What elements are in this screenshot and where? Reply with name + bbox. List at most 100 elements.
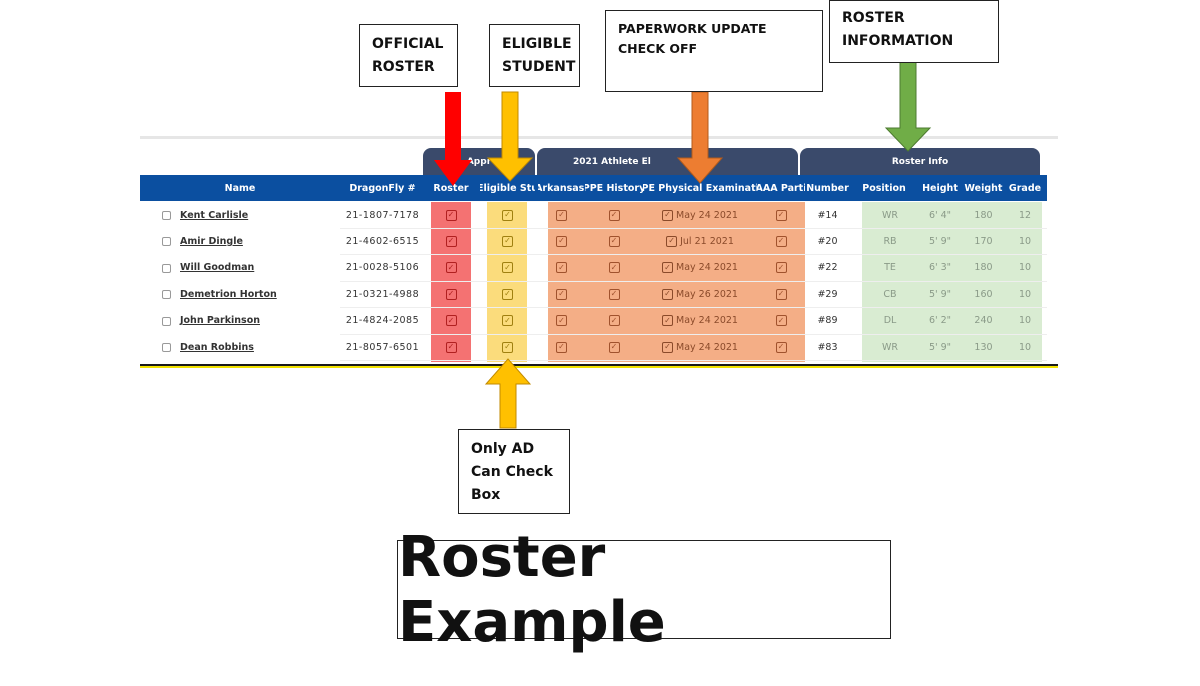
row-divider: [340, 360, 1047, 361]
check-icon: ✓: [556, 235, 567, 247]
checked-checkbox[interactable]: ✓: [428, 308, 474, 334]
check-icon: ✓: [502, 315, 513, 327]
ppe-exam-cell[interactable]: ✓May 26 2021: [643, 281, 757, 307]
checked-checkbox[interactable]: ✓: [538, 255, 585, 281]
checked-checkbox[interactable]: ✓: [538, 281, 585, 307]
height-cell: 5' 9": [928, 341, 952, 353]
checked-checkbox[interactable]: ✓: [538, 334, 585, 360]
row-select-checkbox[interactable]: [162, 263, 171, 273]
check-icon: ✓: [662, 209, 674, 221]
row-select-checkbox[interactable]: [162, 290, 171, 300]
ppe-exam-cell[interactable]: ✓May 24 2021: [643, 202, 757, 228]
check-icon: ✓: [608, 341, 620, 353]
checked-checkbox[interactable]: ✓: [480, 255, 535, 281]
athlete-name-link[interactable]: Amir Dingle: [180, 235, 243, 247]
checked-checkbox[interactable]: ✓: [757, 202, 805, 228]
check-icon: ✓: [502, 262, 513, 274]
column-header[interactable]: Grade: [1008, 182, 1042, 194]
check-icon: ✓: [662, 315, 674, 327]
row-select-checkbox[interactable]: [162, 237, 171, 247]
ppe-date: May 24 2021: [676, 262, 738, 274]
height-cell: 6' 4": [928, 209, 952, 221]
athlete-name-link[interactable]: Demetrion Horton: [180, 288, 277, 300]
check-icon: ✓: [608, 262, 620, 274]
column-header[interactable]: AAA Parti: [757, 182, 805, 194]
dragonfly-number: 21-0028-5106: [345, 262, 420, 274]
checked-checkbox[interactable]: ✓: [538, 308, 585, 334]
orange-arrow-icon: [676, 91, 724, 184]
check-icon: ✓: [608, 235, 620, 247]
column-header[interactable]: Eligible Stu: [480, 182, 535, 194]
checked-checkbox[interactable]: ✓: [757, 255, 805, 281]
ppe-date: May 24 2021: [676, 209, 738, 221]
column-header[interactable]: Weight: [964, 182, 1003, 194]
row-select-checkbox[interactable]: [162, 211, 171, 220]
ppe-exam-cell[interactable]: ✓May 24 2021: [643, 308, 757, 334]
checked-checkbox[interactable]: ✓: [480, 334, 535, 360]
checked-checkbox[interactable]: ✓: [538, 202, 585, 228]
checked-checkbox[interactable]: ✓: [757, 281, 805, 307]
weight-cell: 240: [974, 315, 993, 327]
checked-checkbox[interactable]: ✓: [428, 281, 474, 307]
column-header[interactable]: Position: [862, 182, 906, 194]
checked-checkbox[interactable]: ✓: [428, 202, 474, 228]
yellow-up-arrow-icon: [484, 358, 532, 429]
column-header[interactable]: DragonFly #: [349, 182, 416, 194]
checked-checkbox[interactable]: ✓: [757, 308, 805, 334]
check-icon: ✓: [556, 262, 567, 274]
checked-checkbox[interactable]: ✓: [585, 255, 643, 281]
check-icon: ✓: [556, 315, 567, 327]
column-header[interactable]: PPE Physical Examinatio: [643, 182, 757, 194]
athlete-name-link[interactable]: Will Goodman: [180, 262, 255, 274]
checked-checkbox[interactable]: ✓: [757, 228, 805, 254]
checked-checkbox[interactable]: ✓: [480, 202, 535, 228]
check-icon: ✓: [502, 341, 513, 353]
ppe-exam-cell[interactable]: ✓May 24 2021: [643, 334, 757, 360]
annotation-official-roster: OFFICIAL ROSTER: [359, 24, 458, 87]
height-cell: 5' 9": [928, 235, 952, 247]
position-cell: WR: [882, 209, 898, 221]
checked-checkbox[interactable]: ✓: [585, 308, 643, 334]
check-icon: ✓: [502, 288, 513, 300]
row-divider: [340, 280, 1047, 282]
row-divider: [340, 254, 1047, 256]
weight-cell: 180: [974, 209, 993, 221]
column-header[interactable]: Height: [922, 182, 958, 194]
checked-checkbox[interactable]: ✓: [428, 255, 474, 281]
dragonfly-number: 21-0321-4988: [345, 288, 420, 300]
checked-checkbox[interactable]: ✓: [585, 228, 643, 254]
checked-checkbox[interactable]: ✓: [585, 281, 643, 307]
row-select-checkbox[interactable]: [162, 316, 171, 326]
column-header[interactable]: Arkansas.: [538, 182, 585, 194]
checked-checkbox[interactable]: ✓: [428, 334, 474, 360]
checked-checkbox[interactable]: ✓: [480, 228, 535, 254]
column-header[interactable]: Roster: [433, 182, 469, 194]
page-title: Roster Example: [397, 525, 891, 655]
checked-checkbox[interactable]: ✓: [585, 334, 643, 360]
ppe-date: Jul 21 2021: [680, 235, 734, 247]
dragonfly-number: 21-1807-7178: [345, 209, 420, 221]
column-header[interactable]: Number: [806, 182, 849, 194]
jersey-number: #29: [817, 288, 838, 300]
yellow-arrow-icon: [486, 91, 534, 182]
ppe-date: May 24 2021: [676, 315, 738, 327]
checked-checkbox[interactable]: ✓: [480, 281, 535, 307]
column-header[interactable]: PPE History: [585, 182, 643, 194]
table-bottom-border: [140, 364, 1058, 368]
ppe-exam-cell[interactable]: ✓Jul 21 2021: [643, 228, 757, 254]
athlete-name-link[interactable]: John Parkinson: [180, 315, 260, 327]
athlete-name-link[interactable]: Dean Robbins: [180, 341, 254, 353]
column-header[interactable]: Name: [224, 182, 256, 194]
checked-checkbox[interactable]: ✓: [480, 308, 535, 334]
checked-checkbox[interactable]: ✓: [757, 334, 805, 360]
checked-checkbox[interactable]: ✓: [585, 202, 643, 228]
checked-checkbox[interactable]: ✓: [538, 228, 585, 254]
check-icon: ✓: [662, 262, 674, 274]
athlete-name-link[interactable]: Kent Carlisle: [180, 209, 249, 221]
ppe-date: May 26 2021: [676, 288, 738, 300]
check-icon: ✓: [445, 262, 457, 274]
row-select-checkbox[interactable]: [162, 343, 171, 352]
checked-checkbox[interactable]: ✓: [428, 228, 474, 254]
ppe-exam-cell[interactable]: ✓May 24 2021: [643, 255, 757, 281]
